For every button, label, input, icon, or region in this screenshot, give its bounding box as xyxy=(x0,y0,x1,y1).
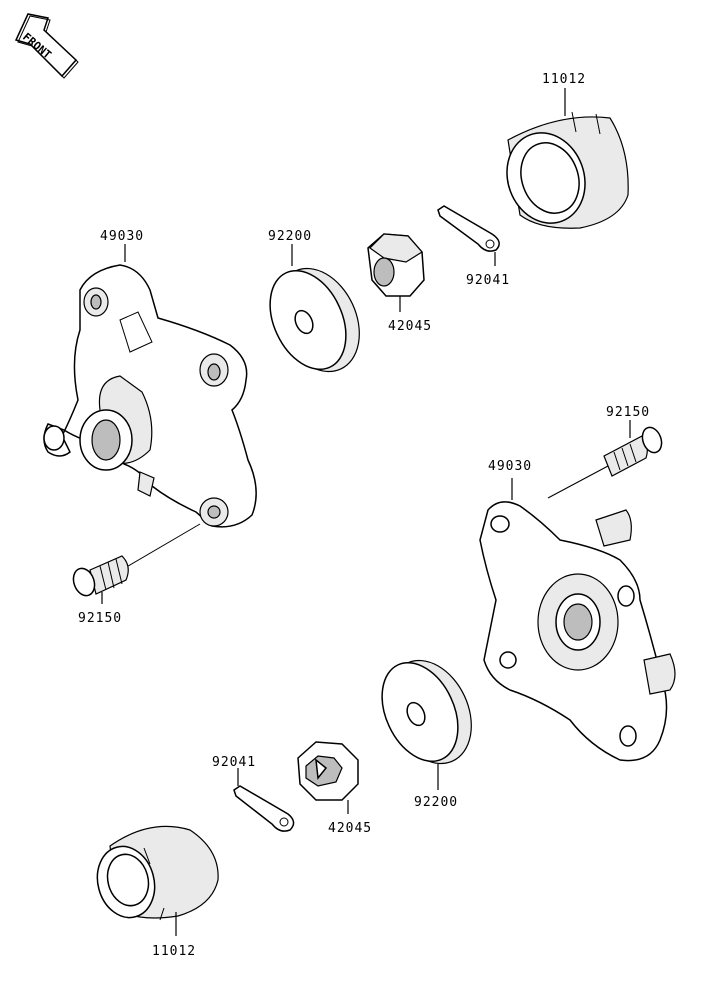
upper-cap-11012 xyxy=(506,111,629,229)
lower-cap-11012 xyxy=(96,825,219,921)
left-stud-92150 xyxy=(72,523,201,597)
label-upper-92041: 92041 xyxy=(466,273,510,288)
label-right-92150: 92150 xyxy=(606,405,650,420)
right-hub-49030 xyxy=(479,501,676,762)
label-lower-42045: 42045 xyxy=(328,821,372,836)
label-lower-92041: 92041 xyxy=(212,755,256,770)
upper-cotter-pin-92041 xyxy=(437,205,500,252)
label-upper-11012: 11012 xyxy=(542,72,586,87)
label-upper-42045: 42045 xyxy=(388,319,432,334)
label-upper-49030: 49030 xyxy=(100,229,144,244)
upper-washer-92200 xyxy=(269,267,360,373)
lower-washer-92200 xyxy=(381,659,472,765)
label-upper-92200: 92200 xyxy=(268,229,312,244)
upper-nut-42045 xyxy=(367,233,425,297)
label-left-92150: 92150 xyxy=(78,611,122,626)
lower-nut-42045 xyxy=(297,741,359,801)
lower-cotter-pin-92041 xyxy=(233,785,295,832)
right-stud-92150 xyxy=(547,426,663,499)
upper-hub-49030 xyxy=(43,264,257,528)
label-right-49030: 49030 xyxy=(488,459,532,474)
front-arrow-icon: FRONT xyxy=(14,13,79,79)
label-lower-11012: 11012 xyxy=(152,944,196,959)
label-lower-92200: 92200 xyxy=(414,795,458,810)
